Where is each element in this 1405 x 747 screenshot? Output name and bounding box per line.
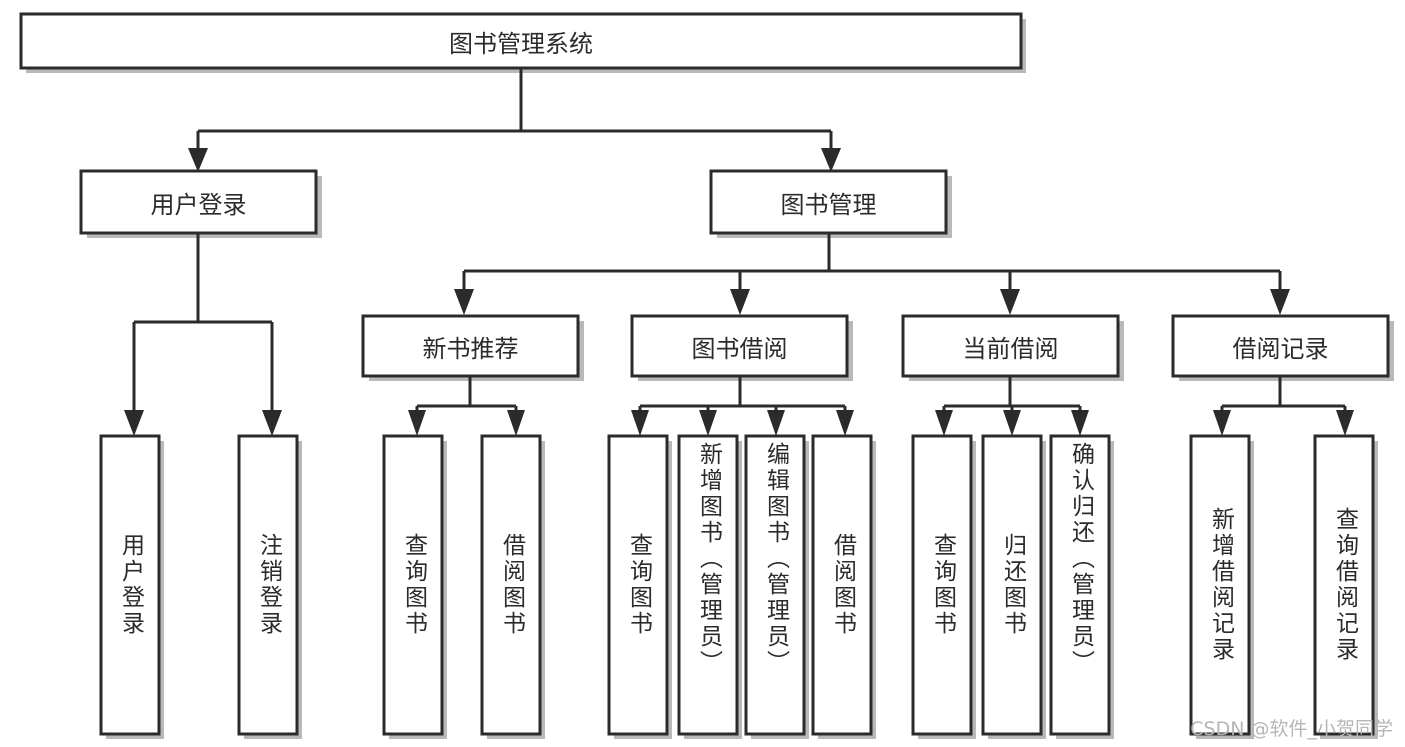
node-leaf-new-borrow[interactable] — [480, 434, 542, 736]
node-book-management[interactable] — [709, 169, 948, 235]
arrow-heads — [124, 148, 1354, 436]
node-book-borrow[interactable] — [630, 314, 849, 378]
node-root[interactable] — [19, 12, 1023, 70]
node-leaf-borrow-lend[interactable] — [811, 434, 873, 736]
node-new-book-recommend[interactable] — [361, 314, 580, 378]
node-boxes — [19, 12, 1390, 736]
node-borrow-record[interactable] — [1171, 314, 1390, 378]
node-leaf-current-confirm[interactable] — [1049, 434, 1111, 736]
node-leaf-new-query[interactable] — [382, 434, 444, 736]
node-leaf-user-logout[interactable] — [237, 434, 299, 736]
node-leaf-current-query[interactable] — [911, 434, 973, 736]
node-leaf-borrow-query[interactable] — [607, 434, 669, 736]
node-leaf-borrow-add[interactable] — [677, 434, 739, 736]
node-leaf-record-add[interactable] — [1189, 434, 1251, 736]
node-leaf-record-query[interactable] — [1313, 434, 1375, 736]
node-current-borrow[interactable] — [901, 314, 1120, 378]
node-user-login[interactable] — [79, 169, 318, 235]
node-leaf-user-login[interactable] — [99, 434, 161, 736]
node-leaf-current-return[interactable] — [981, 434, 1043, 736]
node-leaf-borrow-edit[interactable] — [744, 434, 806, 736]
